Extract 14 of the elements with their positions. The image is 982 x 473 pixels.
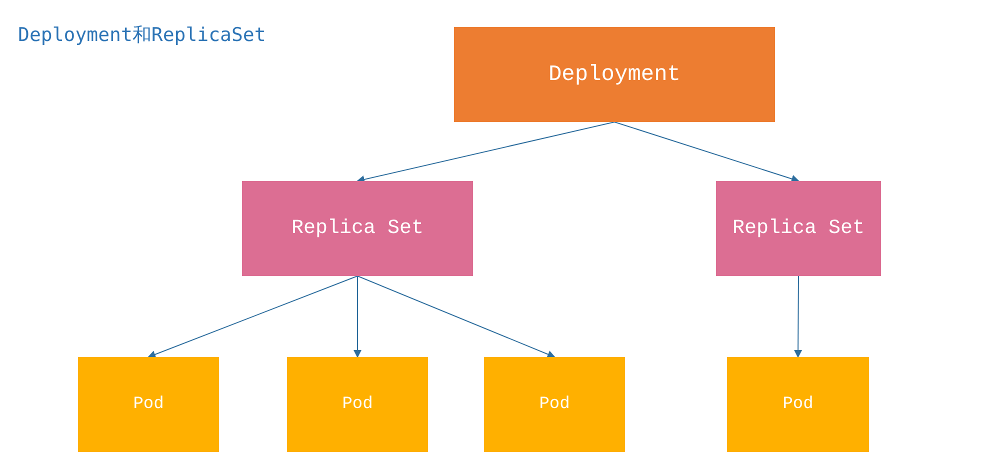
process-box: Pod [287,357,428,452]
process-box: Pod [727,357,869,452]
diagram-title: Deployment和ReplicaSet [18,23,266,48]
arrow [614,122,800,183]
arrow [356,122,615,184]
process-box: Deployment [454,27,775,122]
process-box: Replica Set [242,181,473,276]
process-box: Pod [78,357,219,452]
arrow [357,276,556,358]
arrow [794,276,802,358]
arrow [148,276,358,358]
process-box: Replica Set [716,181,881,276]
arrow [354,276,362,358]
process-box: Pod [484,357,625,452]
